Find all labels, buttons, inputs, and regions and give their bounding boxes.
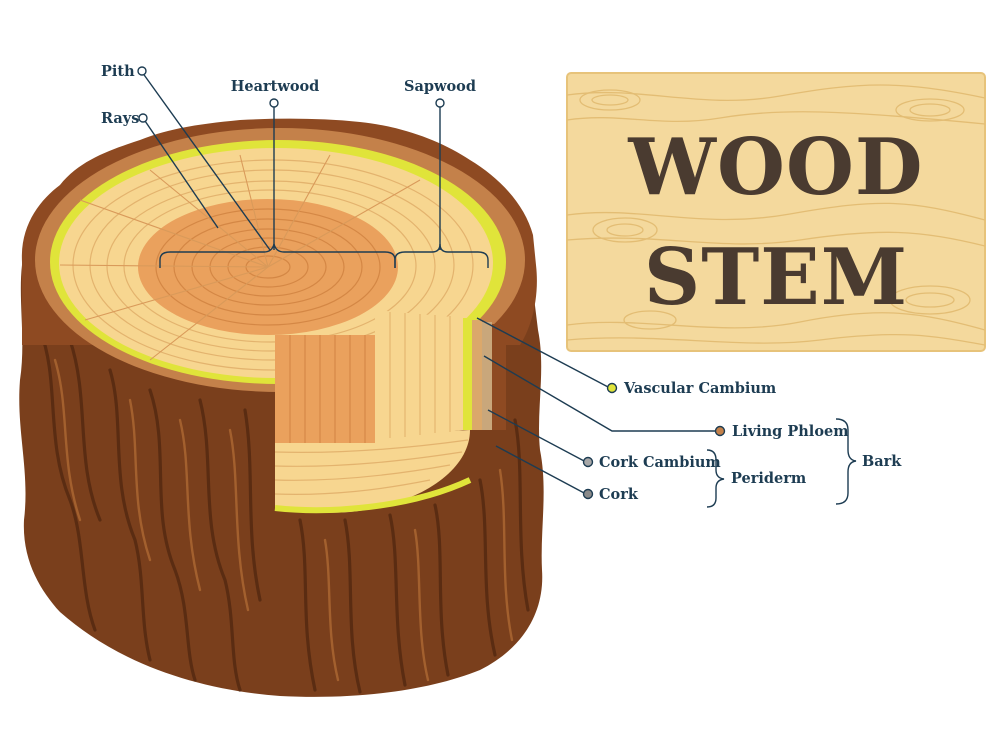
- label-sapwood: Sapwood: [404, 78, 476, 95]
- title-line-1: WOOD: [627, 122, 923, 213]
- cork-dot: [582, 488, 594, 500]
- labels: Pith Rays Heartwood Sapwood Vascular Cam…: [101, 63, 902, 503]
- leader-lines: [141, 71, 857, 508]
- label-periderm: Periderm: [731, 470, 807, 487]
- title-line-2: STEM: [644, 232, 908, 323]
- bark-texture: [38, 328, 530, 694]
- label-cork-cambium: Cork Cambium: [599, 454, 721, 471]
- heartwood-rings: [155, 208, 381, 326]
- label-living-phloem: Living Phloem: [732, 423, 849, 440]
- bark-highlights: [53, 358, 514, 682]
- label-bark: Bark: [862, 453, 902, 470]
- living-phloem-dot: [714, 425, 726, 437]
- label-cork: Cork: [599, 486, 639, 503]
- heartwood-dot: [269, 98, 279, 108]
- label-pith: Pith: [101, 63, 135, 80]
- label-rays: Rays: [101, 110, 139, 127]
- rays-dot: [138, 113, 148, 123]
- cork-cambium-dot: [582, 456, 594, 468]
- sapwood-dot: [435, 98, 445, 108]
- wood-grain: [567, 84, 985, 346]
- tree-stump: [19, 118, 544, 697]
- title-board: WOOD STEM: [566, 72, 986, 352]
- label-vascular-cambium: Vascular Cambium: [623, 380, 777, 397]
- leader-dots: [137, 66, 726, 500]
- pith-dot: [137, 66, 147, 76]
- vascular-cambium-dot: [606, 382, 618, 394]
- rays: [59, 154, 421, 361]
- cutaway-section: [274, 310, 506, 514]
- label-heartwood: Heartwood: [231, 78, 320, 95]
